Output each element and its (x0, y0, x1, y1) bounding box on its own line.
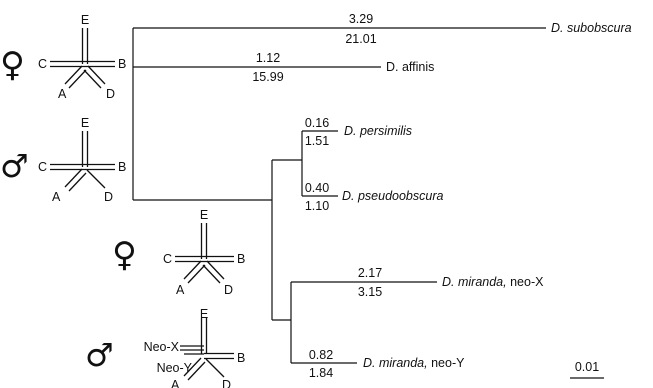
arm-label-bottom-left: A (58, 87, 67, 101)
value-subobscura-lower: 21.01 (345, 32, 376, 46)
value-neo-x-upper: 2.17 (358, 266, 382, 280)
arm-label-right: B (118, 57, 126, 71)
arm-label-right: B (118, 160, 126, 174)
chromosome-arm (202, 264, 221, 284)
arm-label-bottom-left: A (176, 283, 185, 297)
karyotype-male-2: ♂ E Neo-X Neo-Y B A D (85, 307, 245, 388)
chromosome-arm (183, 357, 202, 377)
label-miranda-neo-x-species: D. miranda, (442, 275, 507, 289)
scale-bar-label: 0.01 (575, 360, 599, 374)
chromosome-arm (64, 65, 83, 85)
value-neo-y-upper: 0.82 (309, 348, 333, 362)
label-affinis: D. affinis (386, 60, 434, 74)
arm-label-left: C (38, 160, 47, 174)
chromosome-arm (206, 260, 225, 280)
arm-label-neo-y: Neo-Y (157, 361, 193, 375)
value-pseudoobscura-lower: 1.10 (305, 199, 329, 213)
tree-branches (132, 27, 546, 364)
karyotype-female-2: ♀ E C B A D (112, 208, 245, 297)
arm-label-right: B (237, 351, 245, 365)
arm-label-right: B (237, 252, 245, 266)
value-neo-y-lower: 1.84 (309, 366, 333, 380)
value-persimilis-upper: 0.16 (305, 116, 329, 130)
chromosome-arm (205, 358, 225, 378)
value-subobscura-upper: 3.29 (349, 12, 373, 26)
branch-values: 3.29 21.01 1.12 15.99 0.16 1.51 0.40 1.1… (252, 12, 382, 380)
chromosome-arm (87, 65, 106, 85)
value-affinis-lower: 15.99 (252, 70, 283, 84)
chromosome-arm (187, 264, 206, 284)
value-pseudoobscura-upper: 0.40 (305, 181, 329, 195)
arm-label-bottom-right: D (106, 87, 115, 101)
chromosome-arm (183, 260, 202, 280)
female-symbol: ♀ (112, 235, 137, 275)
label-miranda-neo-x-suffix: neo-X (507, 275, 544, 289)
arm-label-bottom-right: D (222, 378, 231, 388)
chromosome-arm (86, 169, 106, 189)
label-miranda-neo-y: D. miranda, neo-Y (363, 356, 465, 370)
chromosome-arm (68, 69, 87, 89)
chromosome-arm (64, 168, 83, 188)
arm-label-neo-x: Neo-X (144, 340, 180, 354)
label-pseudoobscura: D. pseudoobscura (342, 189, 444, 203)
label-miranda-neo-y-species: D. miranda, (363, 356, 428, 370)
female-symbol: ♀ (0, 45, 25, 85)
karyotype-male-1: ♂ E C B A D (0, 116, 126, 204)
arm-label-bottom-right: D (224, 283, 233, 297)
male-symbol: ♂ (0, 147, 29, 185)
arm-label-top: E (200, 307, 208, 321)
label-miranda-neo-x: D. miranda, neo-X (442, 275, 544, 289)
chromosome-arm (68, 172, 87, 192)
chromosome-arm (83, 69, 102, 89)
label-miranda-neo-y-suffix: neo-Y (428, 356, 465, 370)
chromosome-arm (187, 361, 206, 381)
label-subobscura: D. subobscura (551, 21, 632, 35)
label-persimilis: D. persimilis (344, 124, 412, 138)
arm-label-left: C (163, 252, 172, 266)
male-symbol: ♂ (85, 336, 114, 374)
arm-label-bottom-left: A (171, 378, 180, 388)
karyotype-female-1: ♀ E C B A D (0, 13, 126, 101)
scale-bar: 0.01 (570, 360, 604, 379)
arm-label-top: E (81, 13, 89, 27)
arm-label-top: E (81, 116, 89, 130)
arm-label-left: C (38, 57, 47, 71)
value-persimilis-lower: 1.51 (305, 134, 329, 148)
value-affinis-upper: 1.12 (256, 51, 280, 65)
value-neo-x-lower: 3.15 (358, 285, 382, 299)
arm-label-bottom-right: D (104, 190, 113, 204)
arm-label-top: E (200, 208, 208, 222)
arm-label-bottom-left: A (52, 190, 61, 204)
species-labels: D. subobscura D. affinis D. persimilis D… (342, 21, 632, 370)
